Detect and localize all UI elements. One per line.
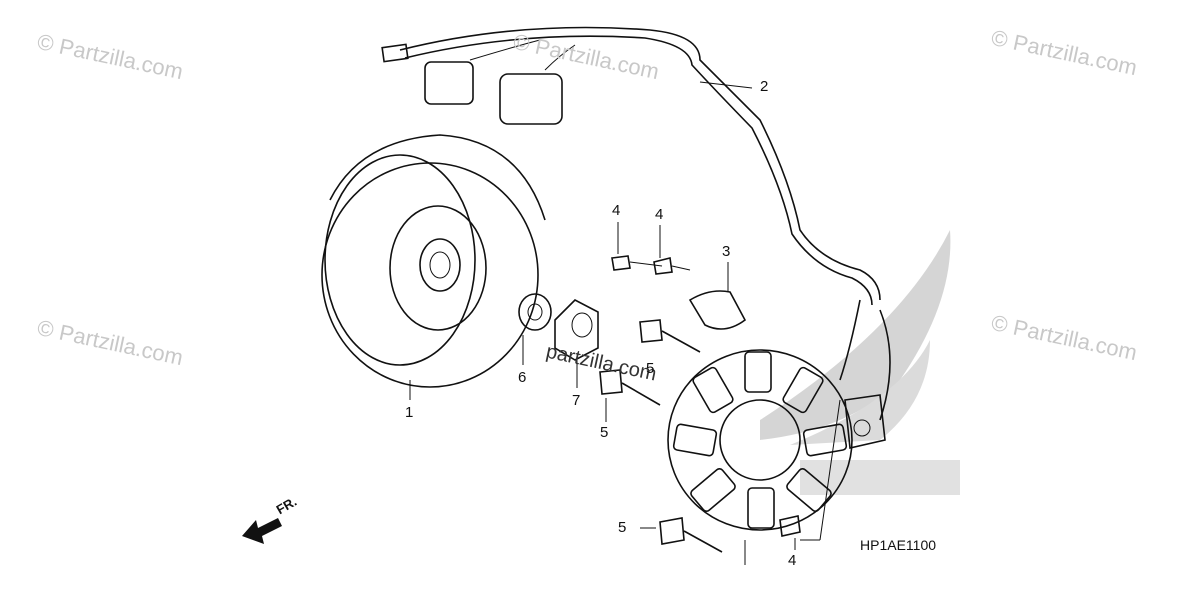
honda-wing-watermark — [760, 230, 960, 495]
callout-3: 3 — [722, 243, 731, 260]
connector-b — [499, 73, 563, 125]
flywheel — [321, 134, 546, 388]
callout-6: 6 — [518, 369, 527, 386]
leader-lines — [409, 81, 841, 565]
washer — [518, 293, 552, 331]
callout-4-c: 4 — [788, 552, 797, 569]
callout-4-b: 4 — [655, 206, 664, 223]
wire-harness — [381, 26, 891, 421]
clamp — [688, 290, 747, 330]
callout-5-c: 5 — [618, 519, 627, 536]
connector-a — [424, 61, 474, 105]
callout-5-a: 5 — [646, 360, 655, 377]
callout-1: 1 — [405, 404, 414, 421]
flange-nut — [554, 299, 599, 361]
callout-5-b: 5 — [600, 424, 609, 441]
callout-7: 7 — [572, 392, 581, 409]
diagram-code: HP1AE1100 — [860, 537, 937, 553]
front-arrow-icon — [242, 518, 282, 544]
pulse-sensor — [844, 394, 886, 449]
stator — [667, 349, 853, 531]
bolts — [599, 255, 801, 553]
callout-2: 2 — [760, 78, 769, 95]
callout-4-a: 4 — [612, 202, 621, 219]
